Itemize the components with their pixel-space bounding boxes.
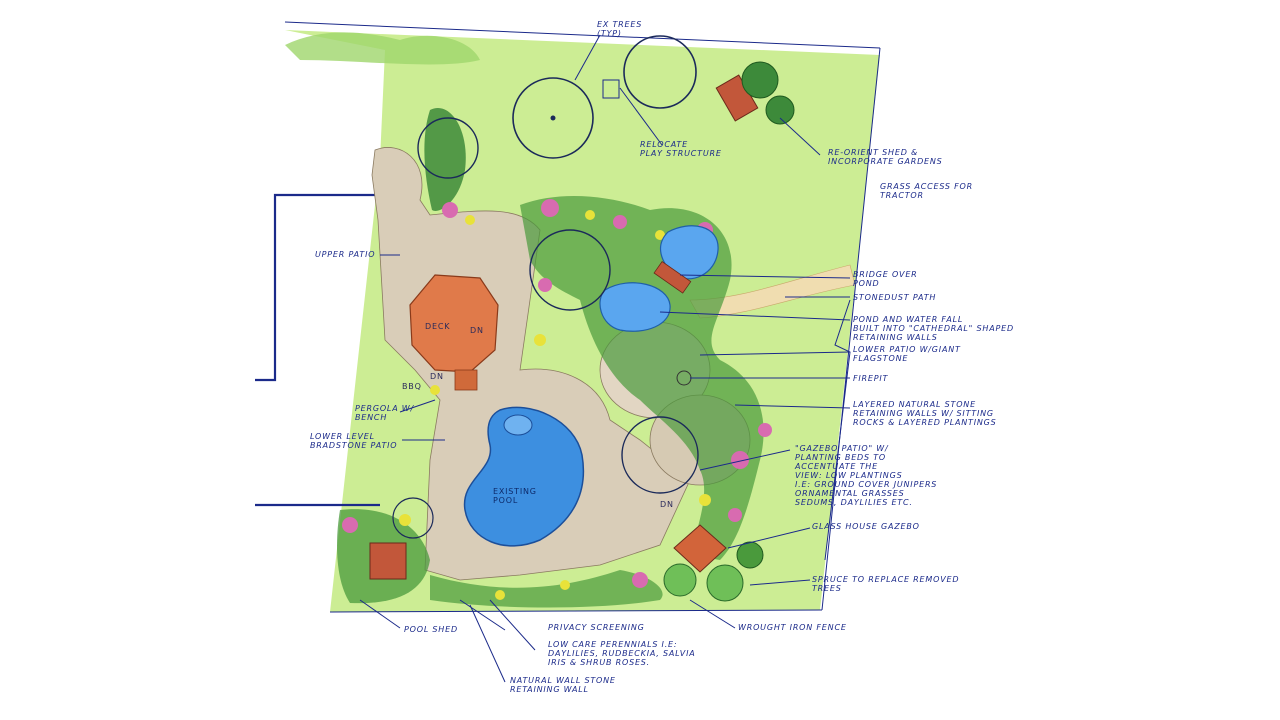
- lower-pond: [599, 282, 671, 332]
- property-line-right: [821, 47, 881, 611]
- label-upper-patio: UPPER PATIO: [315, 250, 376, 259]
- label-grass-access: GRASS ACCESS FOR TRACTOR: [880, 182, 974, 200]
- bridge: [653, 260, 692, 294]
- label-ex-trees: EX TREES (TYP): [597, 20, 643, 38]
- existing-tree: [392, 497, 434, 539]
- label-pergola: PERGOLA W/ BENCH: [355, 404, 415, 422]
- label-firepit: FIREPIT: [853, 374, 889, 383]
- existing-tree: [621, 416, 699, 494]
- leader-lines: [359, 34, 851, 683]
- tree-center: [550, 115, 556, 121]
- deck: [409, 274, 499, 373]
- label-existing-pool: EXISTING POOL: [493, 487, 537, 505]
- label-dn-gazebo: DN: [660, 500, 674, 509]
- existing-tree: [512, 77, 594, 159]
- existing-tree: [623, 35, 697, 109]
- label-reorient-shed: RE-ORIENT SHED & INCORPORATE GARDENS: [828, 148, 943, 166]
- existing-tree: [529, 229, 611, 311]
- label-stonedust-path: STONEDUST PATH: [853, 293, 937, 302]
- label-pond-waterfall: POND AND WATER FALL BUILT INTO "CATHEDRA…: [853, 315, 1014, 342]
- label-layered-stone-walls: LAYERED NATURAL STONE RETAINING WALLS W/…: [853, 400, 997, 427]
- house-outline: [255, 193, 380, 507]
- label-dn-stairs: DN: [430, 372, 444, 381]
- label-pool-shed: POOL SHED: [404, 625, 458, 634]
- label-natural-wall-stone: NATURAL WALL STONE RETAINING WALL: [510, 676, 616, 694]
- pool-shed: [369, 542, 407, 580]
- label-gazebo-patio: "GAZEBO PATIO" W/ PLANTING BEDS TO ACCEN…: [795, 444, 938, 507]
- label-spruce: SPRUCE TO REPLACE REMOVED TREES: [812, 575, 960, 593]
- stonedust-path: [689, 264, 856, 319]
- label-privacy-screening: PRIVACY SCREENING: [548, 623, 645, 632]
- property-line-bottom: [329, 609, 823, 613]
- property-line-top: [284, 21, 881, 49]
- label-lower-level-patio: LOWER LEVEL BRADSTONE PATIO: [310, 432, 398, 450]
- label-bridge-over-pond: BRIDGE OVER POND: [853, 270, 918, 288]
- top-tree-line: [285, 32, 480, 65]
- spruce-trees: [663, 61, 795, 602]
- glass-gazebo: [673, 524, 727, 573]
- upper-pond: [659, 225, 719, 280]
- label-low-care-perennials: LOW CARE PERENNIALS I.E: DAYLILIES, RUDB…: [548, 640, 696, 667]
- patio-area: [371, 147, 691, 581]
- label-bbq: BBQ: [402, 382, 422, 391]
- deck-stairs: [454, 369, 478, 391]
- label-lower-patio: LOWER PATIO W/GIANT FLAGSTONE: [853, 345, 961, 363]
- label-relocate-play-structure: RELOCATE PLAY STRUCTURE: [640, 140, 722, 158]
- label-dn-deck: DN: [470, 326, 484, 335]
- existing-pool: [463, 406, 585, 547]
- existing-tree: [417, 117, 479, 179]
- play-structure: [602, 79, 620, 99]
- pool-spa: [503, 414, 533, 436]
- label-glass-house-gazebo: GLASS HOUSE GAZEBO: [812, 522, 920, 531]
- label-deck: DECK: [425, 322, 451, 331]
- label-wrought-iron-fence: WROUGHT IRON FENCE: [738, 623, 847, 632]
